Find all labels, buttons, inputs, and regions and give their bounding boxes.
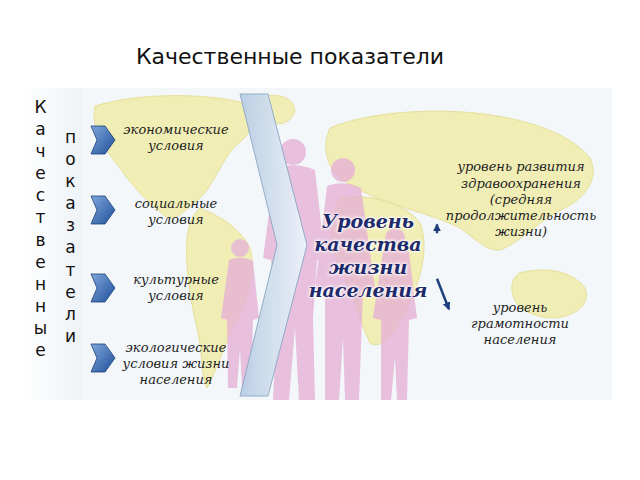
map-panel: Качественные показатели экономические усло… (25, 88, 612, 400)
node-text: экономические условия (117, 122, 235, 155)
bullet-arrows (91, 126, 115, 372)
node-text: культурные условия (117, 272, 235, 305)
factor-text: социальные условия (117, 196, 235, 229)
factor-text: уровень грамотности населения (453, 300, 587, 349)
factor-text: культурные условия (117, 272, 235, 305)
vertical-label: показатели (62, 126, 79, 347)
central-concept: Уровень качества жизни населения (303, 210, 433, 301)
title: Качественные показатели (60, 44, 520, 69)
vertical-label: Качественные (32, 96, 49, 361)
node-text: уровень грамотности населения (453, 300, 587, 349)
arrow-connector (437, 279, 449, 310)
node-text: социальные условия (117, 196, 235, 229)
factor-text: уровень развития здравоохранения (средня… (441, 159, 601, 240)
arrow-connector (436, 224, 439, 233)
node-text: экологические условия жизни населения (117, 340, 235, 389)
converging-arrow (240, 94, 307, 396)
side-band (25, 88, 81, 400)
node-text: Уровень качества жизни населения (303, 210, 433, 301)
factor-text: экономические условия (117, 122, 235, 155)
node-text: уровень развития здравоохранения (средня… (441, 159, 601, 240)
factor-text: экологические условия жизни населения (117, 340, 235, 389)
title-text: Качественные показатели (136, 44, 444, 69)
